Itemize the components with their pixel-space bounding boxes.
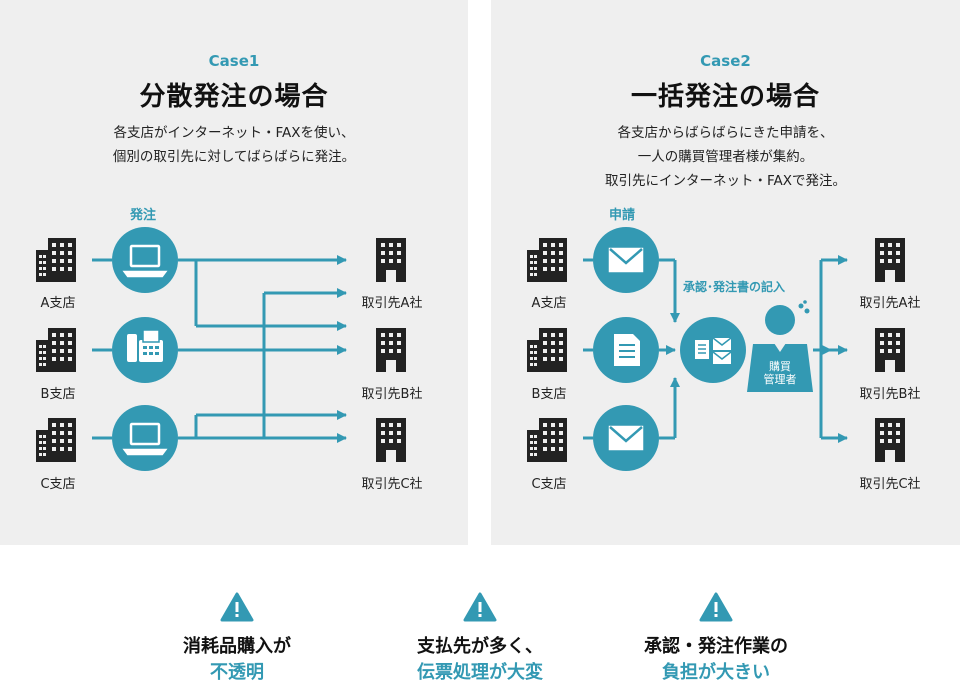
- case1-label: Case1: [208, 52, 260, 70]
- problem-item: 承認・発注作業の 負担が大きい: [596, 592, 836, 684]
- building-icon: [36, 418, 76, 462]
- branch-label-b: B支店: [40, 387, 76, 402]
- supplier-label-b: 取引先B社: [361, 387, 423, 402]
- supplier-label-b: 取引先B社: [859, 387, 921, 402]
- supplier-building-icon: [875, 238, 905, 282]
- laptop-icon: [122, 244, 168, 278]
- supplier-label-a: 取引先A社: [361, 296, 423, 311]
- problem-item: 消耗品購入が 不透明: [117, 592, 357, 684]
- case2-label: Case2: [700, 52, 751, 70]
- supplier-label-a: 取引先A社: [859, 296, 921, 311]
- mail-icon: [608, 425, 644, 451]
- supplier-building-icon: [875, 328, 905, 372]
- building-icon: [527, 328, 567, 372]
- branch-label-b: B支店: [531, 387, 567, 402]
- warning-icon: [220, 592, 254, 622]
- branch-label-c: C支店: [531, 477, 567, 492]
- case2-desc-line: 各支店からばらばらにきた申請を、: [617, 125, 834, 141]
- branch-label-a: A支店: [531, 296, 567, 311]
- problem-line1: 承認・発注作業の: [644, 636, 788, 657]
- fax-icon: [127, 329, 163, 362]
- warning-icon: [463, 592, 497, 622]
- problem-line1: 消耗品購入が: [183, 636, 291, 657]
- manager-label-line: 管理者: [763, 373, 797, 386]
- building-icon: [527, 418, 567, 462]
- problem-line2: 負担が大きい: [662, 662, 770, 683]
- supplier-building-icon: [376, 238, 406, 282]
- problem-line2: 不透明: [210, 662, 264, 683]
- case2-panel: Case2 一括発注の場合 各支店からばらばらにきた申請を、 一人の購買管理者様…: [491, 0, 960, 545]
- supplier-label-c: 取引先C社: [361, 477, 423, 492]
- branch-label-c: C支店: [40, 477, 76, 492]
- problem-line2: 伝票処理が大変: [417, 662, 543, 683]
- supplier-building-icon: [875, 418, 905, 462]
- building-icon: [36, 238, 76, 282]
- case1-desc-line: 個別の取引先に対してばらばらに発注。: [112, 149, 356, 165]
- case1-desc-line: 各支店がインターネット・FAXを使い、: [113, 125, 355, 141]
- supplier-label-c: 取引先C社: [859, 477, 921, 492]
- case2-desc-line: 一人の購買管理者様が集約。: [637, 149, 814, 165]
- building-icon: [36, 328, 76, 372]
- document-icon: [614, 334, 640, 366]
- building-icon: [527, 238, 567, 282]
- case2-request-label: 申請: [609, 208, 636, 223]
- problem-line1: 支払先が多く、: [417, 636, 543, 657]
- case1-description: 各支店がインターネット・FAXを使い、 個別の取引先に対してばらばらに発注。: [0, 121, 468, 169]
- case1-order-label: 発注: [130, 208, 157, 223]
- approval-label: 承認･発注書の記入: [683, 280, 786, 294]
- mail-icon: [608, 247, 644, 273]
- laptop-icon: [122, 422, 168, 456]
- supplier-building-icon: [376, 418, 406, 462]
- case1-flow-diagram: [36, 227, 406, 471]
- case1-panel: Case1 分散発注の場合 各支店がインターネット・FAXを使い、 個別の取引先…: [0, 0, 468, 545]
- documents-mail-icon: [695, 337, 732, 364]
- warning-icon: [699, 592, 733, 622]
- case2-flow-diagram: [527, 227, 905, 471]
- case2-description: 各支店からばらばらにきた申請を、 一人の購買管理者様が集約。 取引先にインターネ…: [491, 121, 960, 193]
- manager-label-line: 購買: [769, 360, 791, 373]
- problem-item: 支払先が多く、 伝票処理が大変: [360, 592, 600, 684]
- case2-desc-line: 取引先にインターネット・FAXで発注。: [604, 173, 846, 189]
- supplier-building-icon: [376, 328, 406, 372]
- case1-title: 分散発注の場合: [139, 82, 329, 112]
- manager-person-icon: [747, 300, 813, 392]
- manager-label: 購買 管理者: [753, 360, 807, 386]
- case2-title: 一括発注の場合: [630, 82, 820, 112]
- branch-label-a: A支店: [40, 296, 76, 311]
